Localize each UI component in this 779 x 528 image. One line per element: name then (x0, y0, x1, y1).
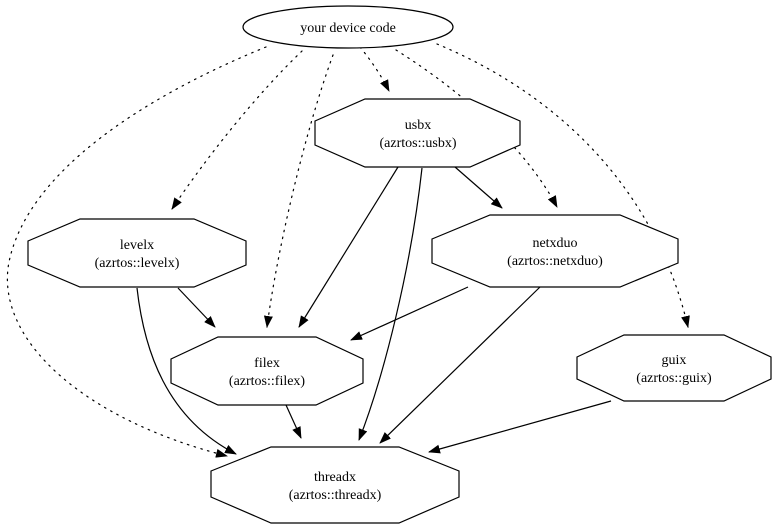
edge-netxduo-filex (350, 286, 469, 341)
threadx-label: threadx (314, 470, 356, 485)
node-netxduo: netxduo (azrtos::netxduo) (431, 214, 679, 288)
edge-device-netxduo (395, 49, 558, 208)
edge-usbx-threadx (358, 167, 423, 441)
guix-octagon (576, 334, 772, 402)
device-code-label: your device code (300, 21, 396, 36)
filex-label: filex (254, 356, 280, 371)
threadx-octagon (210, 446, 460, 524)
edge-device-threadx (6, 46, 267, 458)
usbx-octagon (314, 98, 521, 168)
netxduo-sublabel: (azrtos::netxduo) (507, 254, 603, 269)
guix-label: guix (662, 353, 687, 368)
edge-layer (6, 43, 690, 458)
edge-device-guix (436, 43, 690, 328)
node-usbx: usbx (azrtos::usbx) (314, 98, 521, 168)
usbx-label: usbx (405, 118, 431, 133)
edge-device-usbx (359, 46, 390, 92)
edge-guix-threadx (428, 400, 612, 454)
edge-usbx-netxduo (454, 166, 503, 209)
node-guix: guix (azrtos::guix) (576, 334, 772, 402)
filex-sublabel: (azrtos::filex) (229, 374, 306, 389)
node-device-code: your device code (242, 5, 454, 49)
edge-device-filex (263, 54, 334, 328)
levelx-sublabel: (azrtos::levelx) (95, 256, 180, 271)
edge-levelx-filex (177, 287, 216, 328)
threadx-sublabel: (azrtos::threadx) (289, 488, 382, 503)
node-filex: filex (azrtos::filex) (170, 336, 364, 406)
edge-levelx-threadx (136, 287, 237, 455)
edge-device-levelx (171, 50, 303, 210)
guix-sublabel: (azrtos::guix) (636, 371, 712, 386)
levelx-octagon (27, 218, 247, 288)
node-threadx: threadx (azrtos::threadx) (210, 446, 460, 524)
levelx-label: levelx (120, 238, 154, 253)
filex-octagon (170, 336, 364, 406)
netxduo-octagon (431, 214, 679, 288)
netxduo-label: netxduo (532, 236, 577, 251)
edge-filex-threadx (285, 404, 302, 439)
node-layer: your device code usbx (azrtos::usbx) lev… (27, 5, 772, 524)
edge-netxduo-threadx (379, 286, 541, 444)
node-levelx: levelx (azrtos::levelx) (27, 218, 247, 288)
usbx-sublabel: (azrtos::usbx) (380, 136, 457, 151)
device-code-ellipse (242, 5, 454, 49)
edge-usbx-filex (298, 166, 399, 328)
